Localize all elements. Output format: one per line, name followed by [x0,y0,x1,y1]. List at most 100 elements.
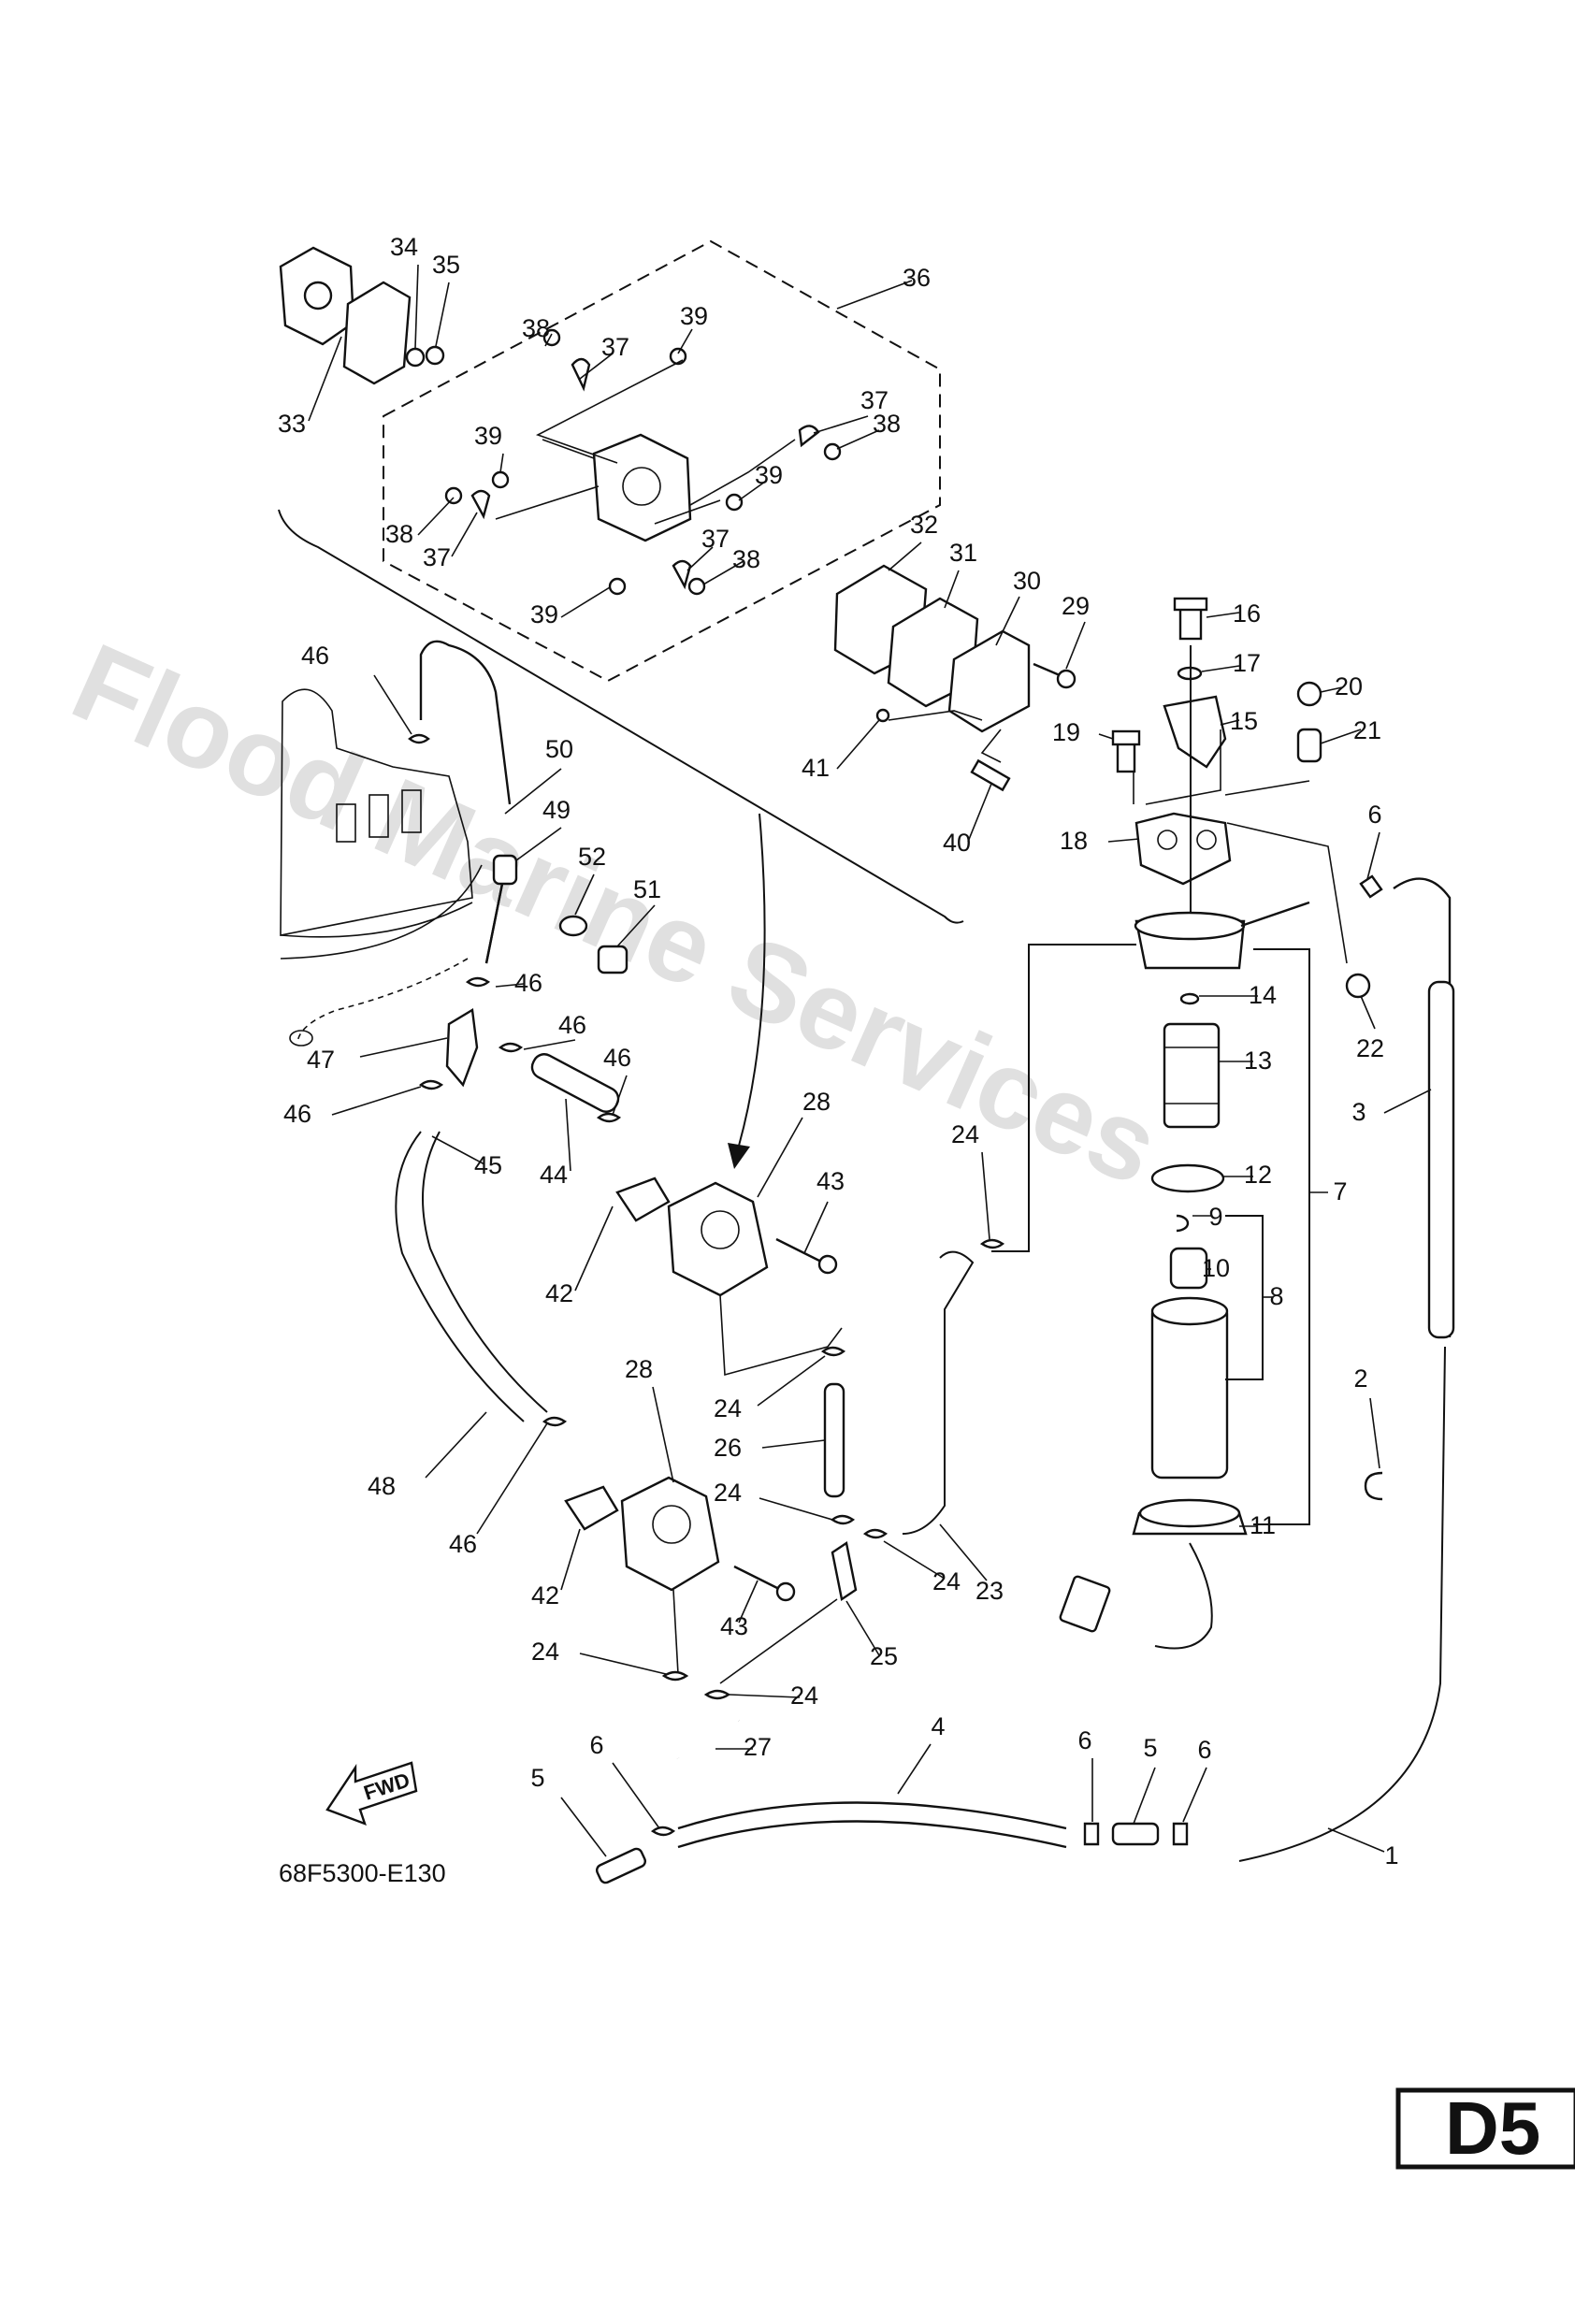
callout-leader-24 [579,1653,667,1675]
gasket-42-upper [615,1176,671,1222]
callout-leader-39 [560,586,611,618]
callout-label-43: 43 [816,1167,845,1195]
callout-leader-44 [565,1098,571,1172]
screw-38-d [687,577,706,596]
callout-label-3: 3 [1351,1098,1365,1126]
callout-label-48: 48 [368,1472,396,1500]
callout-leader-22 [1360,995,1376,1030]
callout-leader-4 [897,1743,932,1795]
element-13 [1163,1022,1221,1129]
callout-label-33: 33 [278,410,306,438]
callout-label-1: 1 [1384,1841,1398,1869]
float-10 [1169,1247,1208,1290]
callout-label-30: 30 [1013,567,1041,595]
connector-5-right [1111,1822,1160,1846]
callout-label-17: 17 [1233,649,1261,677]
callout-label-24: 24 [932,1567,961,1595]
callout-label-28: 28 [625,1355,653,1383]
callout-leader-49 [515,827,562,861]
engine-detail-a [336,803,356,843]
callout-leader-31 [944,570,960,609]
bolt-19 [1116,742,1136,773]
callout-label-34: 34 [390,233,418,261]
nut-39-d [608,577,627,596]
callout-leader-41 [836,719,880,770]
leader-lower-pump [672,1589,679,1675]
callout-label-7: 7 [1333,1177,1347,1205]
hose-3-sleeve [1427,980,1455,1339]
bracket-8 [1225,1215,1264,1380]
hose-49-inner [484,869,507,964]
washer-52 [558,915,588,937]
page-code-box [1395,2087,1575,2170]
callout-label-46: 46 [558,1011,586,1039]
callout-leader-1 [1327,1827,1385,1853]
callout-leader-43 [803,1201,829,1254]
callout-leader-36 [836,280,913,310]
callout-leader-5 [1133,1767,1156,1825]
valve-37-d [672,559,692,590]
fuel-line-1 [1238,1346,1446,1862]
callout-leader-39 [499,453,504,473]
callout-leader-39 [738,481,766,501]
callout-label-24: 24 [531,1638,559,1666]
fuel-line-4-top [677,1801,1067,1830]
filter-outlet [1240,901,1310,928]
bracket-7 [1253,948,1310,1525]
engine-block-edge-2 [280,864,483,960]
callout-leader-46 [373,674,412,735]
callout-leader-38 [702,560,744,585]
callout-leaders [308,264,1432,1857]
callout-label-10: 10 [1202,1254,1230,1282]
sleeve-49 [492,854,518,886]
leader-22 [1226,822,1348,964]
callout-label-9: 9 [1208,1203,1222,1231]
callout-leader-30 [995,596,1020,646]
clamp-6-mid [1083,1822,1100,1846]
callout-leader-38 [836,429,880,450]
hose-45-48-left [395,1131,525,1422]
valve-37-c [470,489,491,520]
callout-leader-42 [574,1205,614,1292]
callout-label-26: 26 [714,1434,742,1462]
bracket-18-hole-a [1157,830,1178,850]
callout-leader-48 [425,1411,487,1479]
callout-label-28: 28 [802,1088,831,1116]
callout-label-38: 38 [385,520,413,548]
clamp-46-b [498,1042,524,1053]
callout-label-39: 39 [755,461,783,489]
callout-leader-24 [759,1497,833,1521]
fuel-line-4-bottom [677,1820,1067,1849]
bracket-18-hole-b [1196,830,1217,850]
pump-arrow [738,813,766,1147]
callout-label-6: 6 [1367,801,1381,829]
callout-label-24: 24 [714,1479,742,1507]
engine-detail-b [368,794,389,838]
screw-29-head [1056,669,1076,689]
callout-leader-46 [331,1086,422,1116]
leader-25 [719,1598,838,1684]
callout-leader-24 [729,1694,801,1698]
engine-phantom-end [289,1030,313,1047]
clamp-24-c [862,1528,889,1539]
callout-label-24: 24 [951,1120,979,1148]
callout-label-6: 6 [1077,1726,1091,1754]
diaphragm-33 [342,281,412,385]
callout-label-27: 27 [744,1733,772,1761]
clamp-46-c [418,1079,444,1090]
filter-head-top [1134,911,1246,941]
bolt-19-head [1111,729,1141,746]
hose-50 [419,640,512,805]
callout-leader-3 [1383,1089,1432,1114]
callout-leader-20 [1320,686,1343,693]
callout-leader-35 [435,281,450,347]
callout-label-46: 46 [449,1530,477,1558]
clamp-24-f [979,1238,1005,1249]
clip-2 [1364,1471,1383,1501]
leader-kit-4 [689,439,796,506]
callout-label-51: 51 [633,875,661,903]
callout-label-14: 14 [1249,981,1277,1009]
callout-leader-37 [451,512,478,557]
fuel-pump-28-lower-port [652,1505,691,1544]
